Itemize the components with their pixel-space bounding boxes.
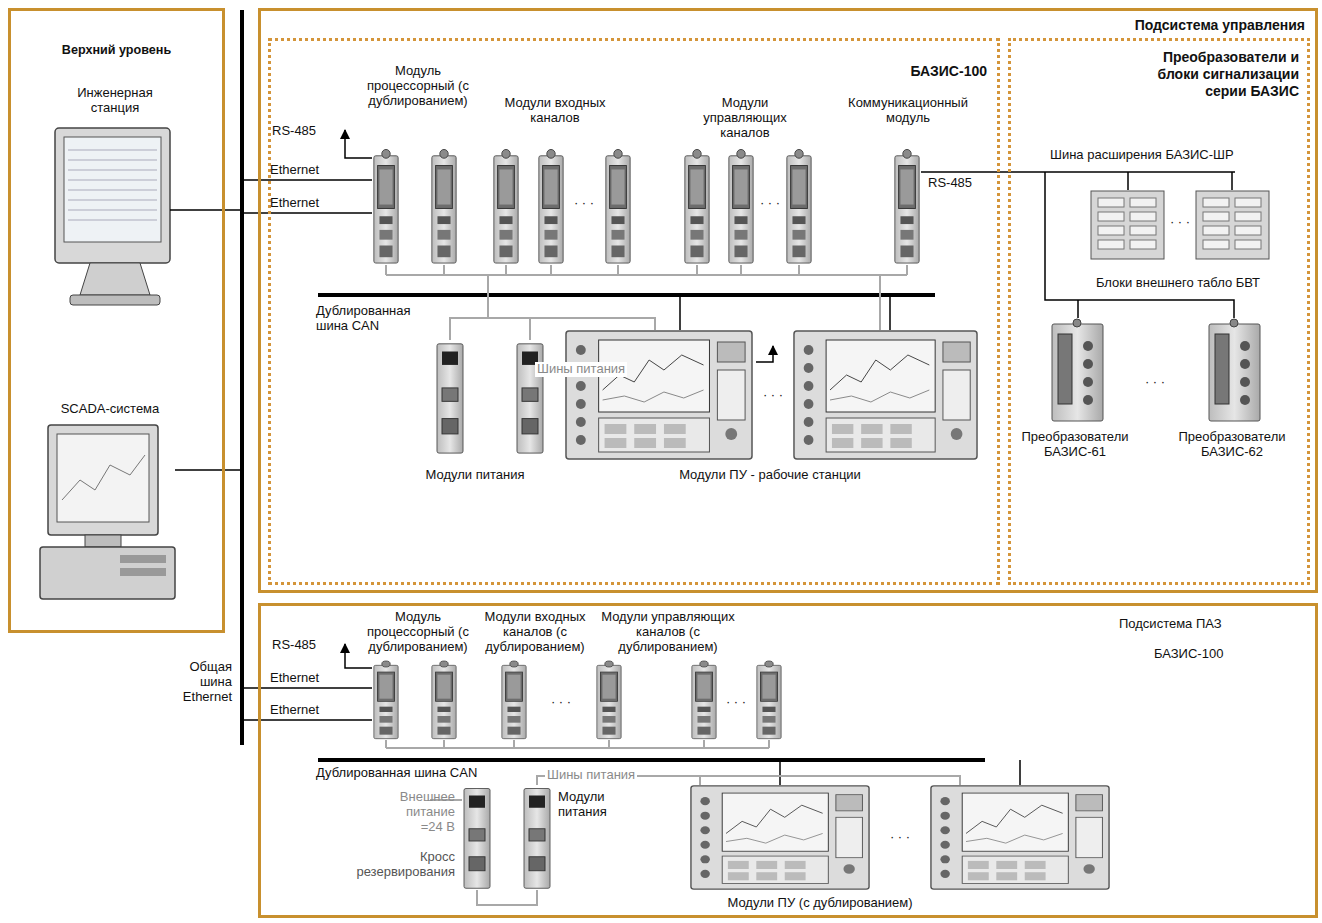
caption-label: Шины питания [545, 768, 637, 783]
scada-computer [40, 425, 175, 599]
ethernet-bus [240, 10, 244, 745]
ellipsis-mark: · · · [1170, 215, 1190, 230]
ellipsis-mark: · · · [551, 695, 571, 710]
region-title: Преобразователи и блоки сигнализации сер… [1124, 49, 1299, 99]
caption-label: Дублированная шина CAN [316, 304, 426, 334]
ellipsis-mark: · · · [574, 196, 594, 211]
caption-label: Ethernet [270, 163, 319, 178]
caption-label: Модули питания [426, 468, 525, 483]
caption-label: Модули управляющих каналов (с дублирован… [598, 610, 738, 655]
caption-label: Внешнее питание =24 В [383, 790, 455, 835]
region-title: Верхний уровень [11, 43, 222, 58]
caption-label: Коммуникационный модуль [841, 96, 976, 126]
caption-label: Преобразователи БАЗИС-62 [1177, 430, 1287, 460]
caption-label: SCADA-система [35, 402, 185, 417]
caption-label: Инженерная станция [65, 86, 165, 116]
caption-label: Шины питания [535, 362, 627, 377]
caption-label: Модули ПУ - рабочие станции [679, 468, 861, 483]
paz-modules [374, 661, 1109, 889]
ellipsis-mark: · · · [1145, 375, 1165, 390]
caption-label: Дублированная шина CAN [316, 766, 477, 781]
caption-label: Модуль процессорный (с дублированием) [356, 610, 481, 655]
caption-label: Блоки внешнего табло БВТ [1096, 276, 1260, 291]
caption-label: Общая шина Ethernet [160, 660, 232, 705]
caption-label: Ethernet [270, 671, 319, 686]
caption-label: Ethernet [270, 703, 319, 718]
can-bus [318, 295, 985, 760]
ellipsis-mark: · · · [890, 830, 910, 845]
group-region: Преобразователи и блоки сигнализации сер… [1008, 38, 1310, 585]
region-title: БАЗИС-100 [910, 63, 987, 80]
caption-label: Модули входных каналов (с дублированием) [475, 610, 595, 655]
caption-label: Модули входных каналов [495, 96, 615, 126]
wires [170, 130, 1235, 785]
control-modules [374, 149, 1269, 459]
caption-label: RS-485 [928, 176, 972, 191]
ellipsis-mark: · · · [763, 388, 783, 403]
ellipsis-mark: · · · [726, 695, 746, 710]
caption-label: Модуль процессорный (с дублированием) [356, 64, 481, 109]
caption-label: Ethernet [270, 196, 319, 211]
region-title: БАЗИС-100 [1154, 646, 1223, 662]
region-title: Подсистема ПАЗ [1119, 616, 1222, 632]
ellipsis-mark: · · · [760, 196, 780, 211]
caption-label: Преобразователи БАЗИС-61 [1020, 430, 1130, 460]
caption-label: RS-485 [272, 124, 316, 139]
caption-label: Шина расширения БАЗИС-ШР [1050, 148, 1234, 163]
caption-label: Модули ПУ (с дублированием) [727, 896, 912, 911]
caption-label: Модули управляющих каналов [680, 96, 810, 141]
caption-label: RS-485 [272, 638, 316, 653]
caption-label: Модули питания [558, 790, 618, 820]
engineering-station [55, 128, 170, 305]
caption-label: Кросс резервирования [355, 850, 455, 880]
region-title: Подсистема управления [1135, 17, 1305, 34]
